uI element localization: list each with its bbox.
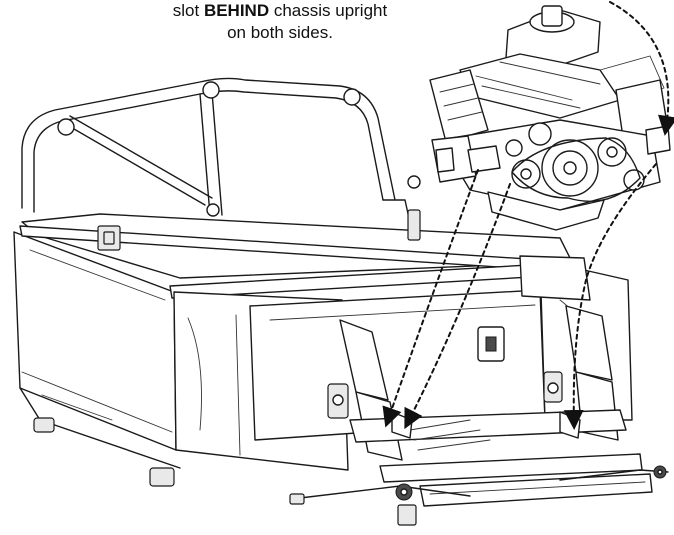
instruction-line-1: slot BEHIND chassis upright bbox=[172, 1, 388, 20]
instruction-arrows bbox=[382, 1, 674, 430]
instruction-line-2: on both sides. bbox=[227, 23, 333, 42]
emphasis-behind: BEHIND bbox=[203, 1, 270, 20]
instruction-text: slot BEHIND chassis upright on both side… bbox=[150, 0, 410, 44]
engine-block bbox=[429, 5, 671, 231]
roll-cage bbox=[21, 77, 421, 233]
chassis-front bbox=[289, 305, 669, 526]
truck-bed bbox=[13, 209, 633, 487]
